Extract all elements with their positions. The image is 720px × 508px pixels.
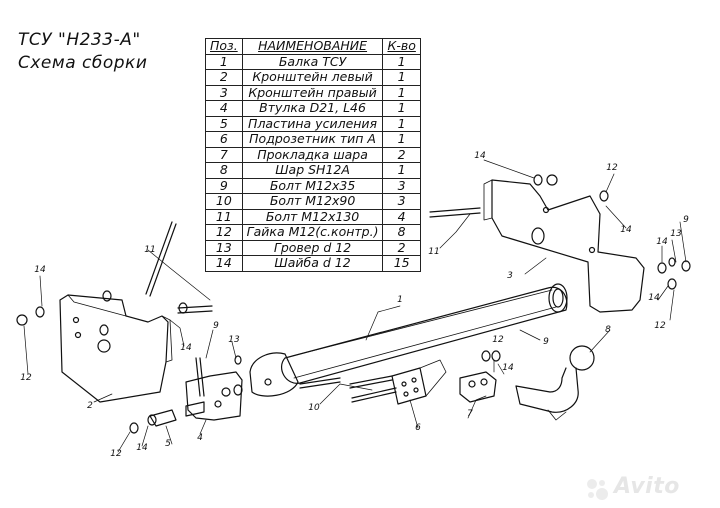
callout-c7: 7	[467, 409, 473, 419]
callout-c14h: 14	[136, 443, 148, 453]
avito-watermark: Avito	[614, 474, 680, 499]
callout-c9c: 9	[683, 215, 689, 225]
callout-c14c: 14	[474, 151, 486, 161]
callout-c10: 10	[308, 403, 320, 413]
cell-qty: 8	[382, 224, 421, 241]
header-name: НАИМЕНОВАНИЕ	[241, 38, 384, 55]
cell-name: Кронштейн левый	[241, 69, 384, 86]
callout-c14f: 14	[648, 293, 660, 303]
callout-c13a: 13	[228, 335, 240, 345]
callout-c9b: 9	[543, 337, 549, 347]
leader-lines	[23, 159, 687, 453]
callout-c4: 4	[197, 433, 203, 443]
cell-name: Пластина усиления	[241, 115, 384, 132]
reinforcement-plate-part	[149, 401, 205, 427]
callout-c12c: 12	[654, 321, 666, 331]
cell-name: Гровер d 12	[241, 239, 384, 256]
diagram-title: ТСУ "Н233-А"	[18, 30, 141, 50]
callout-c11a: 11	[144, 245, 155, 255]
beam-part	[249, 283, 568, 397]
callout-c5: 5	[165, 439, 171, 449]
callout-c6: 6	[415, 423, 421, 433]
callout-c14d: 14	[620, 225, 632, 235]
cell-name: Гайка М12(с.контр.)	[241, 224, 384, 241]
cell-name: Кронштейн правый	[241, 84, 384, 101]
avito-logo-icon	[587, 479, 608, 500]
callout-c14a: 14	[34, 265, 46, 275]
callout-c3: 3	[507, 271, 513, 281]
callout-c9a: 9	[213, 321, 219, 331]
callout-c1: 1	[397, 295, 403, 305]
callout-c2: 2	[87, 401, 93, 411]
callout-c11b: 11	[428, 247, 439, 257]
tow-ball-part	[515, 345, 595, 421]
cell-name: Шар SH12A	[241, 162, 384, 179]
diagram-subtitle: Схема сборки	[18, 53, 148, 73]
cell-pos: 14	[205, 255, 243, 272]
cell-pos: 12	[205, 224, 243, 241]
callout-c8: 8	[605, 325, 611, 335]
callout-c12b: 12	[606, 163, 618, 173]
callout-c14g: 14	[502, 363, 514, 373]
callout-c14b: 14	[180, 343, 192, 353]
left-bracket-part	[59, 294, 173, 403]
callout-c13b: 13	[670, 229, 682, 239]
callout-c12e: 12	[110, 449, 122, 459]
callout-c14e: 14	[656, 237, 668, 247]
socket-holder-part	[391, 359, 447, 405]
cell-name: Прокладка шара	[241, 146, 384, 163]
cell-name: Подрозетник тип А	[241, 131, 384, 148]
cell-name: Шайба d 12	[241, 255, 384, 272]
right-bracket-part	[483, 179, 645, 313]
cell-qty: 15	[382, 255, 421, 272]
callout-c12d: 12	[492, 335, 504, 345]
bushing-part	[185, 371, 243, 421]
callout-c12a: 12	[20, 373, 32, 383]
ball-gasket-part	[459, 371, 497, 403]
washers-nuts	[16, 174, 691, 434]
